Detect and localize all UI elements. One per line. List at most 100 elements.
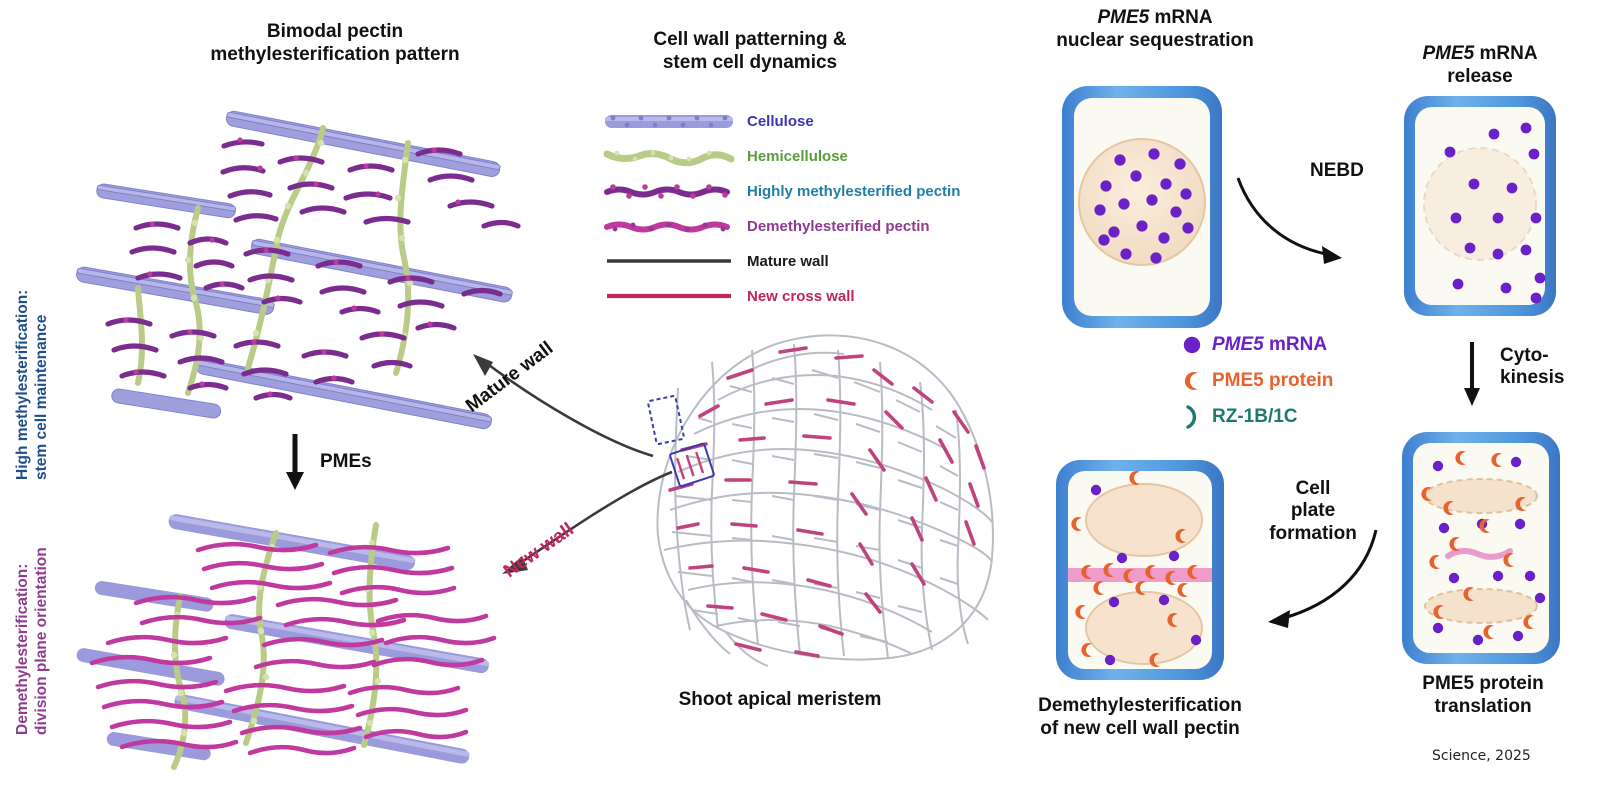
side-label-high-methylesterification: High methylesterification: stem cell mai… <box>14 290 51 480</box>
demethylesterified-pectin-icon <box>604 216 733 236</box>
legend-label-cellulose: Cellulose <box>747 112 814 130</box>
center-title-line-2: stem cell dynamics <box>662 52 838 74</box>
new-wall-callout-box <box>669 442 715 488</box>
pectin-methyl-group-dots <box>123 137 461 397</box>
legend-row-hemicellulose: Hemicellulose <box>603 143 1025 169</box>
pmes-arrow-label: PMEs <box>320 451 372 472</box>
cytokinesis-arrow-label: Cyto- kinesis <box>1500 345 1564 390</box>
mature-wall-callout-arrow <box>455 338 675 468</box>
pmes-arrow-svg <box>286 434 304 490</box>
new-wall-callout-arrow <box>490 460 690 580</box>
title-line-1: Bimodal pectin <box>266 21 404 42</box>
gene-name-rest: mRNA <box>1149 7 1213 28</box>
demethylesterified-pectin-group <box>89 541 497 756</box>
protein-crescents-translation <box>1421 451 1534 639</box>
cellplate-line-1: Cell <box>1295 478 1331 499</box>
protein-translation-caption: PME5 protein translation <box>1398 672 1568 718</box>
meristem-cell-network <box>656 334 994 667</box>
side-label-top-line1: High methylesterification: <box>14 289 31 480</box>
cell-wall-lattice-demethylesterified <box>76 495 523 775</box>
mrna-gene-italic: PME5 <box>1212 334 1264 355</box>
cell-mrna-release <box>1400 92 1560 320</box>
mrna-gene-rest: mRNA <box>1263 334 1328 355</box>
new-cross-wall-segments <box>668 346 986 658</box>
mature-wall-arrow-svg <box>473 354 654 458</box>
side-label-bottom-line1: Demethylesterification: <box>14 563 31 735</box>
cell-wall-legend: Cellulose Hemicellulose <box>603 108 1025 318</box>
cell-protein-translation-svg <box>1402 432 1560 664</box>
legend-label-pme5-mrna: PME5 mRNA <box>1212 334 1327 356</box>
mrna-dots-nucleus <box>1094 148 1194 264</box>
nebd-arrow-label: NEBD <box>1310 160 1364 181</box>
wall-lattice-svg-bottom <box>76 514 497 770</box>
hemicellulose-bead-group <box>184 139 414 342</box>
release-gene-rest: mRNA <box>1474 43 1538 64</box>
protein-crescents-demethyl <box>1071 471 1198 667</box>
release-gene-italic: PME5 <box>1422 43 1475 64</box>
side-label-demethylesterification: Demethylesterification: division plane o… <box>14 547 51 735</box>
legend-row-pme5-mrna: PME5 mRNA <box>1172 330 1402 360</box>
nebd-arrow-svg <box>1236 177 1342 264</box>
release-title-line-1: PME5 mRNA <box>1380 42 1580 65</box>
hemicellulose-chain-icon <box>603 146 735 167</box>
cell-nuclear-sequestration <box>1058 82 1226 332</box>
legend-row-demethylesterified-pectin: Demethylesterified pectin <box>604 213 1025 239</box>
demethyl-caption-line-2: of new cell wall pectin <box>1040 718 1240 740</box>
cytokinesis-line-2: kinesis <box>1500 367 1565 389</box>
mature-wall-line-icon <box>605 251 733 271</box>
legend-row-pme5-protein: PME5 protein <box>1172 366 1402 396</box>
translation-caption-line-1: PME5 protein <box>1422 673 1544 694</box>
wall-lattice-svg-top <box>76 110 521 430</box>
cellulose-fibril-group <box>76 110 513 430</box>
mrna-dots-demethyl <box>1090 484 1202 666</box>
legend-row-cellulose: Cellulose <box>605 108 1025 134</box>
cell-nuclear-sequestration-svg <box>1062 86 1222 328</box>
molecule-legend: PME5 mRNA PME5 protein RZ-1B/1C <box>1172 330 1402 438</box>
nebd-arrow <box>1230 160 1360 270</box>
demethyl-caption-line-1: Demethylesterification <box>1038 695 1242 716</box>
pmes-transition-arrow <box>280 432 450 494</box>
title-line-2: methylesterification pattern <box>210 44 460 66</box>
hemicellulose-bead-group-bottom <box>170 539 382 737</box>
legend-label-new-cross-wall: New cross wall <box>747 287 855 305</box>
legend-row-mature-wall: Mature wall <box>605 248 1025 274</box>
legend-label-mature-wall: Mature wall <box>747 252 829 270</box>
legend-label-methylesterified-pectin: Highly methylesterified pectin <box>747 182 961 200</box>
cytokinesis-arrow-svg <box>1464 342 1480 406</box>
new-wall-arrow-svg <box>502 470 673 574</box>
protein-crescent-icon <box>1172 369 1212 393</box>
cellplate-line-3: formation <box>1269 522 1357 544</box>
cellulose-chain-icon <box>605 111 733 131</box>
release-title-line-2: release <box>1447 66 1513 88</box>
cellplate-line-2: plate <box>1290 500 1336 522</box>
legend-label-hemicellulose: Hemicellulose <box>747 147 848 165</box>
new-cross-wall-line-icon <box>605 286 733 306</box>
rz-arc-icon <box>1172 404 1212 430</box>
legend-row-methylesterified-pectin: Highly methylesterified pectin <box>604 178 1025 204</box>
nuclear-seq-title-line-1: PME5 mRNA <box>1015 6 1295 29</box>
cell-demethylesterification-svg <box>1056 460 1224 680</box>
methylesterified-pectin-icon <box>604 181 733 201</box>
cell-mrna-release-svg <box>1404 96 1556 316</box>
left-top-panel-title: Bimodal pectin methylesterification patt… <box>175 20 495 66</box>
cell-plate-arrow-svg <box>1268 529 1378 628</box>
cytokinesis-arrow <box>1458 340 1498 412</box>
cell-plate-formation-arrow <box>1250 520 1390 640</box>
mrna-dots-cytoplasm <box>1444 122 1546 304</box>
demethylesterification-caption: Demethylesterification of new cell wall … <box>990 694 1290 740</box>
meristem-svg <box>647 334 994 667</box>
mrna-release-title: PME5 mRNA release <box>1380 42 1580 88</box>
translation-caption-line-2: translation <box>1434 696 1532 718</box>
source-credit: Science, 2025 <box>1432 748 1531 764</box>
cytokinesis-line-1: Cyto- <box>1500 345 1549 366</box>
cell-demethylesterification <box>1052 456 1228 684</box>
nuclear-sequestration-title: PME5 mRNA nuclear sequestration <box>1015 6 1295 52</box>
methylesterified-pectin-group <box>105 139 521 401</box>
side-label-bottom-line2: division plane orientation <box>32 547 50 735</box>
mrna-dots-translation <box>1432 456 1546 646</box>
legend-row-rz-1b-1c: RZ-1B/1C <box>1172 402 1402 432</box>
center-title-line-1: Cell wall patterning & <box>653 29 847 50</box>
gene-name-italic: PME5 <box>1097 7 1150 28</box>
center-panel-title: Cell wall patterning & stem cell dynamic… <box>600 28 900 74</box>
legend-label-demethylesterified-pectin: Demethylesterified pectin <box>747 217 930 235</box>
